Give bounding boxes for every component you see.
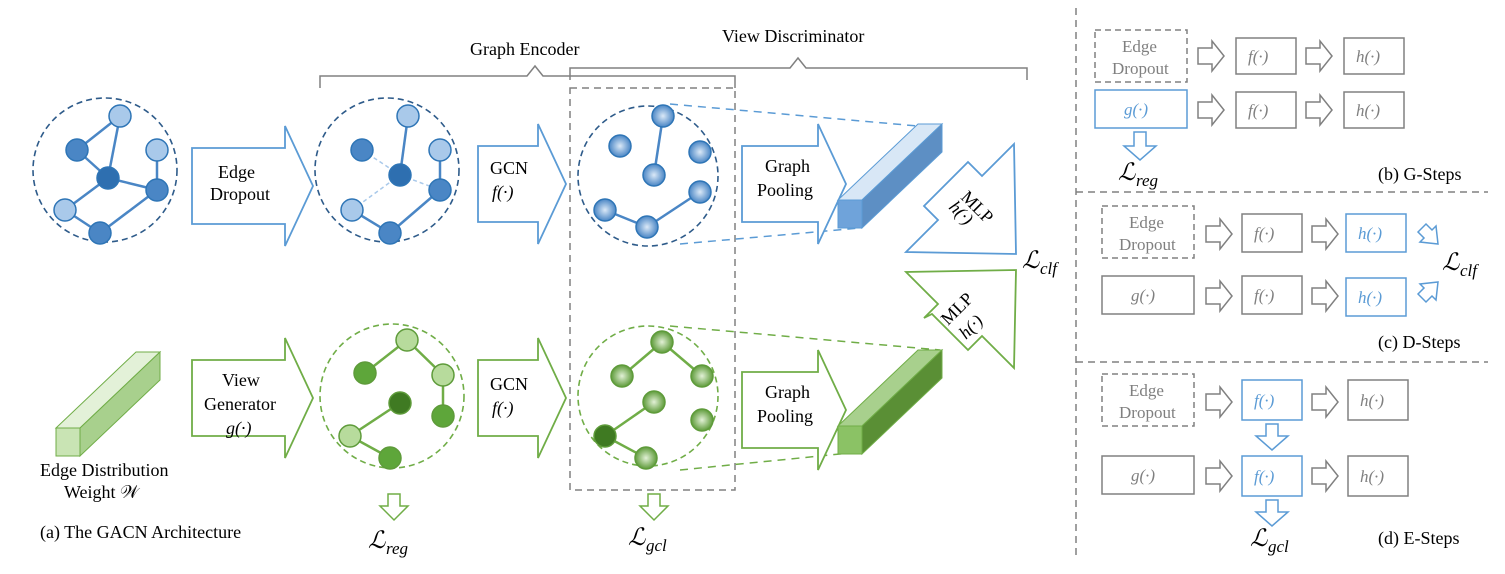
edge-weight-label-1: Edge Distribution [40,460,169,480]
svg-text:Edge: Edge [1129,381,1164,400]
loss-clf: ℒ clf [1022,248,1059,278]
svg-text:ℒ: ℒ [1022,248,1040,274]
gcn-bottom-arrow: GCN f(·) [477,337,567,459]
svg-text:h(·): h(·) [1358,224,1382,243]
svg-text:Dropout: Dropout [210,184,270,204]
gcn-top-arrow: GCN f(·) [477,123,567,245]
svg-text:h(·): h(·) [1358,288,1382,307]
svg-text:f(·): f(·) [1254,286,1275,305]
svg-text:ℒ: ℒ [1118,160,1136,186]
svg-text:Dropout: Dropout [1112,59,1169,78]
svg-text:g(·): g(·) [1124,100,1148,119]
svg-text:Edge: Edge [1122,37,1157,56]
svg-text:View: View [222,370,260,390]
view-generator-arrow: View Generator g(·) [191,337,314,459]
input-graph [32,97,178,245]
view-discriminator-brace [569,56,1028,80]
svg-text:g(·): g(·) [226,418,252,439]
svg-text:Pooling: Pooling [757,406,813,426]
svg-text:f(·): f(·) [1254,224,1275,243]
edge-dropout-arrow: Edge Dropout [191,125,314,247]
svg-text:GCN: GCN [490,374,528,394]
svg-text:g(·): g(·) [1131,286,1155,305]
edge-weight-vector [54,350,162,458]
svg-text:h(·): h(·) [1356,47,1380,66]
mlp-top-arrow: MLP h(·) [903,141,1017,255]
svg-text:g(·): g(·) [1131,466,1155,485]
svg-text:clf: clf [1460,261,1479,280]
svg-text:gcl: gcl [646,536,667,555]
svg-text:Edge: Edge [218,162,255,182]
graph-pooling-bottom-arrow: Graph Pooling [741,349,847,471]
svg-text:f(·): f(·) [1248,47,1269,66]
svg-text:(d) E-Steps: (d) E-Steps [1378,528,1459,549]
svg-text:Edge: Edge [1129,213,1164,232]
pooled-vector-bottom [836,348,944,456]
svg-text:reg: reg [1136,171,1158,190]
svg-text:f(·): f(·) [1248,101,1269,120]
panel-c: Edge Dropout f(·) h(·) g(·) f(·) h(·) ℒ … [1101,205,1479,353]
view-discriminator-label: View Discriminator [722,26,864,46]
edge-weight-label-2: Weight 𝒲 [64,482,141,502]
svg-text:Dropout: Dropout [1119,403,1176,422]
svg-text:h(·): h(·) [1356,101,1380,120]
loss-gcl: ℒ gcl [628,493,670,555]
graph-encoder-brace [319,64,736,88]
svg-text:f(·): f(·) [1254,467,1275,486]
svg-text:Pooling: Pooling [757,180,813,200]
dropped-graph [314,97,460,245]
svg-text:h(·): h(·) [1360,391,1384,410]
encoded-graph-bottom [577,325,719,470]
loss-reg: ℒ reg [368,493,410,558]
svg-text:h(·): h(·) [1360,467,1384,486]
svg-text:clf: clf [1040,259,1059,278]
panel-a-caption: (a) The GACN Architecture [40,522,241,543]
svg-text:Graph: Graph [765,382,810,402]
panel-b: Edge Dropout f(·) h(·) g(·) f(·) h(·) ℒ … [1094,29,1462,190]
svg-text:GCN: GCN [490,158,528,178]
generated-graph [319,323,465,470]
svg-text:ℒ: ℒ [1250,526,1268,552]
svg-text:ℒ: ℒ [1442,250,1460,276]
svg-text:ℒ: ℒ [628,525,646,551]
svg-text:Graph: Graph [765,156,810,176]
svg-text:f(·): f(·) [1254,391,1275,410]
panel-a: Graph Encoder View Discriminator [32,26,1059,558]
svg-text:(c) D-Steps: (c) D-Steps [1378,332,1460,353]
svg-text:(b) G-Steps: (b) G-Steps [1378,164,1462,185]
pooled-vector-top [836,122,944,230]
svg-text:reg: reg [386,539,408,558]
svg-text:f(·): f(·) [492,182,514,203]
svg-text:gcl: gcl [1268,537,1289,556]
graph-encoder-label: Graph Encoder [470,39,579,59]
graph-pooling-top-arrow: Graph Pooling [741,123,847,245]
encoded-graph-top [577,104,719,247]
svg-text:Dropout: Dropout [1119,235,1176,254]
svg-text:Generator: Generator [204,394,276,414]
svg-text:f(·): f(·) [492,398,514,419]
svg-text:ℒ: ℒ [368,528,386,554]
panel-d: Edge Dropout f(·) h(·) g(·) f(·) h(·) ℒ … [1101,373,1459,556]
discriminator-box [569,87,736,491]
